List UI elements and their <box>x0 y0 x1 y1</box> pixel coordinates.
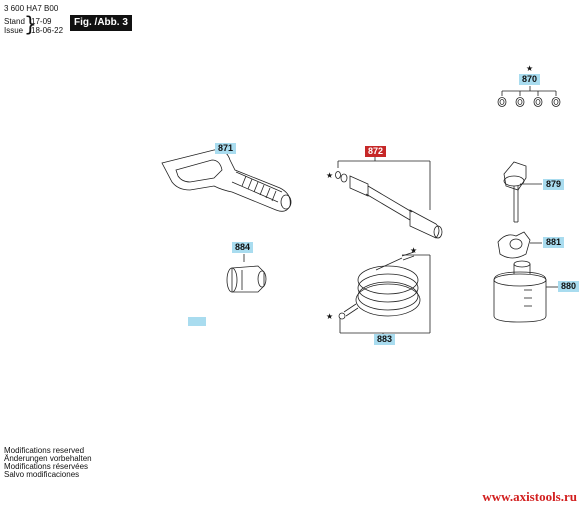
spray-gun-drawing <box>161 146 292 212</box>
issue-label: Issue <box>4 26 24 35</box>
adapter-drawing <box>226 254 267 293</box>
part-label-872: 872 <box>365 146 387 157</box>
part-label-880: 880 <box>558 281 580 292</box>
website-watermark: www.axistools.ru <box>482 489 577 504</box>
part-label-879: 879 <box>543 179 565 190</box>
footer-line: Modifications réservées <box>4 462 89 471</box>
stand-date: 17-09 <box>31 17 52 26</box>
figure-title: Fig. /Abb. 3 <box>70 15 132 31</box>
footer-notes: Modifications reserved Änderungen vorbeh… <box>4 447 92 479</box>
o-ring-set-drawing <box>497 86 561 107</box>
footer-line: Modifications reserved <box>4 446 85 455</box>
rotary-nozzle-drawing <box>503 161 542 223</box>
star-symbol-883-bottom: ★ <box>326 312 334 321</box>
part-label-881: 881 <box>543 237 565 248</box>
star-symbol-883-top: ★ <box>410 246 418 255</box>
issue-date: 18-06-22 <box>31 26 64 35</box>
detergent-tank-drawing <box>493 260 558 323</box>
footer-line: Änderungen vorbehalten <box>4 454 92 463</box>
star-symbol-872: ★ <box>326 171 334 180</box>
part-label-871: 871 <box>215 143 237 154</box>
lance-drawing <box>335 156 443 239</box>
star-symbol-870: ★ <box>526 64 534 73</box>
part-label-870: 870 <box>519 74 541 85</box>
hose-drawing <box>338 251 431 338</box>
footer-line: Salvo modificaciones <box>4 470 80 479</box>
document-number: 3 600 HA7 B00 <box>4 4 59 13</box>
part-label-884: 884 <box>232 242 254 253</box>
part-label-883: 883 <box>374 334 396 345</box>
stand-label: Stand <box>4 17 25 26</box>
brace-symbol: } <box>24 12 37 36</box>
blank-label-swatch <box>188 317 206 326</box>
nozzle-cap-drawing <box>497 231 542 259</box>
